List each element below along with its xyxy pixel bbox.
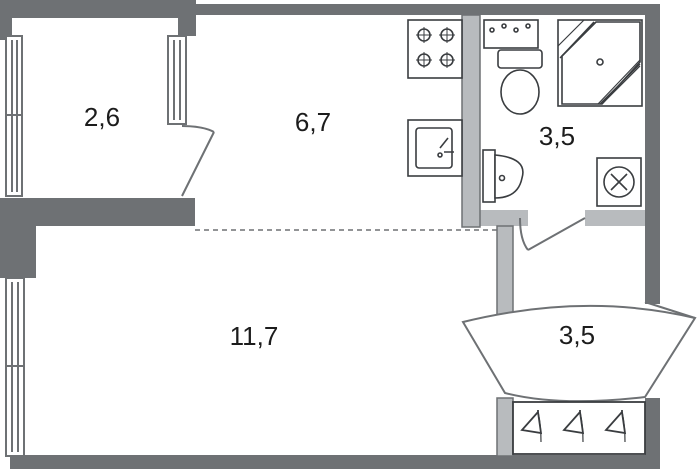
partition-hall-left — [497, 226, 513, 318]
bathroom-door — [519, 217, 586, 251]
washbasin-icon — [482, 149, 524, 203]
wardrobe-hangers-icon — [512, 401, 646, 455]
bath-counter — [483, 19, 539, 49]
kitchen-sink-icon — [407, 119, 463, 177]
interior-partitions — [462, 15, 645, 456]
wall-balcony-bottom — [0, 198, 195, 226]
exterior-walls — [0, 0, 660, 469]
room-area-balcony: 2,6 — [84, 102, 120, 132]
shower-tray-icon — [557, 19, 643, 107]
partition-kitchen-bath — [462, 15, 480, 227]
room-area-bathroom: 3,5 — [539, 121, 575, 151]
washing-machine-icon — [596, 157, 642, 207]
wall-left-top — [0, 0, 12, 40]
room-area-living: 11,7 — [230, 321, 279, 351]
wall-top-right — [196, 4, 660, 15]
wall-top-left — [0, 0, 196, 18]
living-window — [5, 277, 25, 457]
entrance-door — [461, 301, 697, 403]
balcony-window-left — [5, 35, 23, 197]
balcony-door — [181, 125, 215, 197]
wall-bottom — [10, 455, 660, 469]
wall-balcony-right-top — [178, 18, 196, 36]
room-area-hallway: 3,5 — [559, 320, 595, 350]
partition-bath-bottom-right — [585, 210, 645, 226]
stove-icon — [407, 19, 463, 79]
wall-right-lower — [645, 398, 660, 468]
toilet-icon — [497, 49, 543, 115]
partition-hall-left-low — [497, 398, 513, 456]
room-area-kitchen: 6,7 — [295, 107, 331, 137]
wall-right — [645, 4, 660, 304]
balcony-window-right — [167, 35, 187, 125]
partition-bath-bottom — [480, 210, 528, 226]
